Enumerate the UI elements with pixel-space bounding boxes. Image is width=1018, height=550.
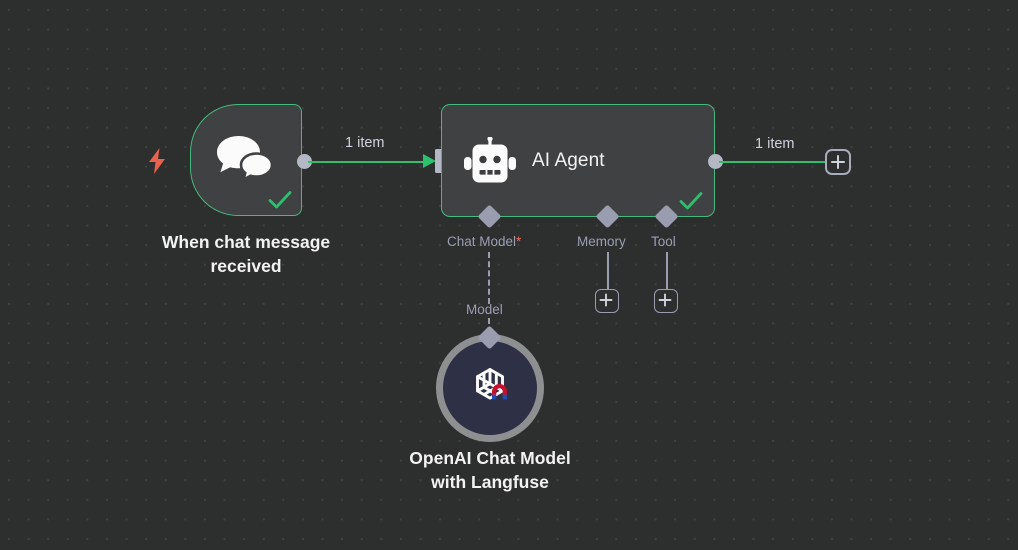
- agent-output-port[interactable]: [708, 154, 723, 169]
- connection-arrowhead-icon: [423, 154, 437, 173]
- agent-node-title: AI Agent: [532, 149, 605, 171]
- connection-label-agent-to-add: 1 item: [755, 136, 795, 152]
- connection-tool-to-add[interactable]: [665, 252, 668, 290]
- agent-status-check-icon: [678, 190, 704, 212]
- node-when-chat-message-received[interactable]: [190, 104, 302, 216]
- openai-logo-icon: [464, 362, 516, 414]
- agent-input-label-chat-model: Chat Model*: [447, 234, 521, 249]
- trigger-node-label-text: When chat message received: [161, 232, 331, 276]
- trigger-node-label: When chat message received: [126, 230, 366, 278]
- connection-memory-to-add[interactable]: [606, 252, 609, 290]
- connection-agent-to-openai[interactable]: [488, 252, 490, 304]
- add-memory-button[interactable]: [595, 289, 619, 313]
- robot-icon: [464, 135, 516, 185]
- agent-input-port[interactable]: [435, 149, 444, 173]
- chat-bubbles-icon: [215, 134, 277, 184]
- magnet-icon: [492, 384, 507, 400]
- add-main-output-button[interactable]: [825, 149, 851, 175]
- openai-node-label-line2: with Langfuse: [431, 472, 549, 492]
- trigger-status-check-icon: [267, 189, 293, 211]
- add-tool-button[interactable]: [654, 289, 678, 313]
- connection-trigger-to-agent[interactable]: [308, 160, 426, 163]
- connection-label-trigger-to-agent: 1 item: [345, 135, 385, 151]
- connection-agent-to-add[interactable]: [719, 160, 825, 163]
- agent-input-label-tool: Tool: [651, 234, 676, 249]
- connection-label-model: Model: [466, 302, 503, 317]
- trigger-output-port[interactable]: [297, 154, 312, 169]
- openai-node-label: OpenAI Chat Model with Langfuse: [370, 446, 610, 494]
- agent-input-label-memory: Memory: [577, 234, 626, 249]
- openai-node-label-line1: OpenAI Chat Model: [409, 448, 571, 468]
- node-ai-agent[interactable]: AI Agent: [441, 104, 715, 217]
- required-marker-icon: *: [516, 234, 522, 249]
- agent-input-label-chat-model-text: Chat Model: [447, 234, 517, 249]
- node-openai-chat-model-with-langfuse[interactable]: [436, 334, 544, 442]
- lightning-bolt-icon: [147, 148, 167, 174]
